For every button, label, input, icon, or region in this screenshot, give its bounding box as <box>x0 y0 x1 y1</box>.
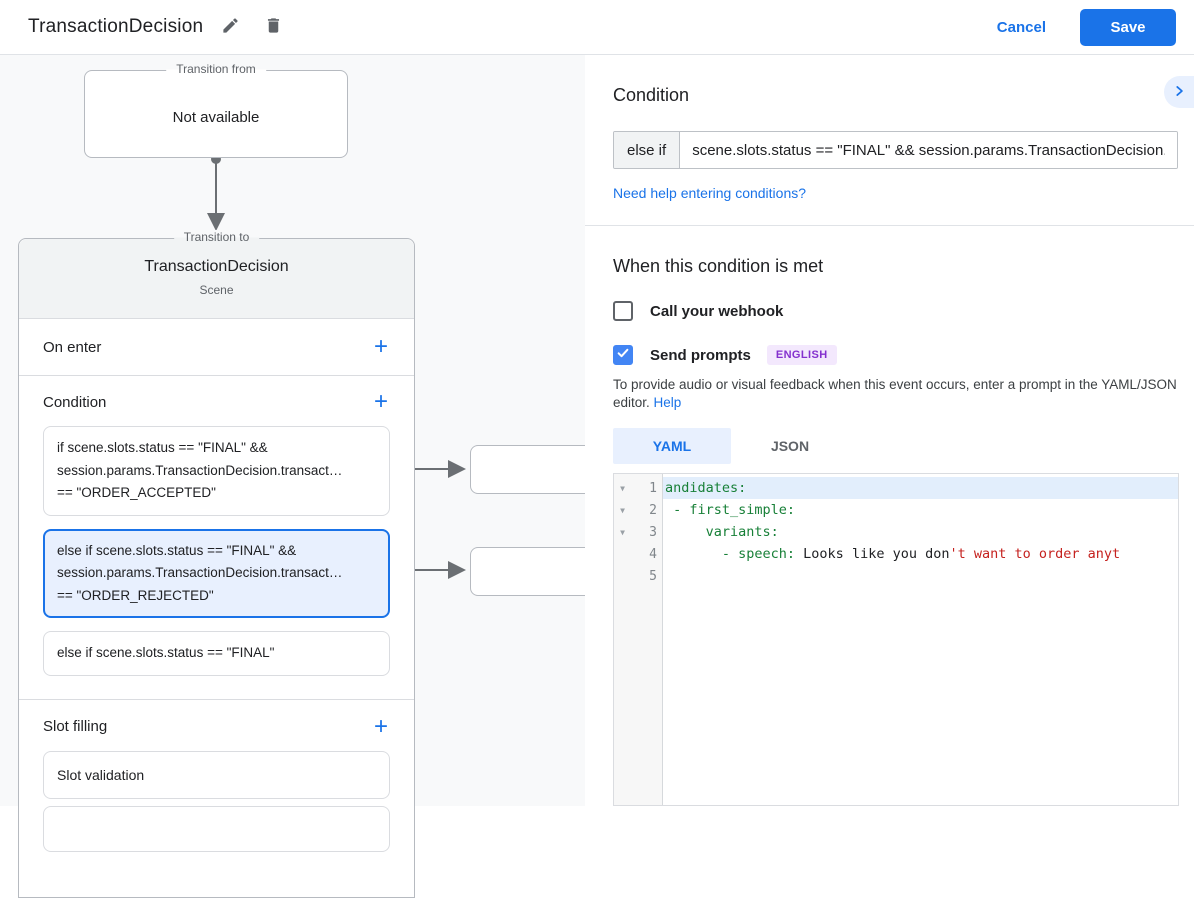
condition-help-link[interactable]: Need help entering conditions? <box>613 185 807 201</box>
on-enter-section: On enter + <box>19 319 414 376</box>
pencil-icon <box>221 16 240 38</box>
condition-card[interactable]: else if scene.slots.status == "FINAL" &&… <box>43 528 390 618</box>
transition-target-box[interactable] <box>470 445 600 494</box>
line-number: 3 <box>649 524 657 540</box>
call-webhook-checkbox[interactable] <box>613 301 633 321</box>
flow-canvas: Transition from Not available Transition… <box>0 55 600 898</box>
tab-json[interactable]: JSON <box>731 428 849 464</box>
call-webhook-label: Call your webhook <box>650 302 784 320</box>
condition-expression-input[interactable] <box>680 132 1177 168</box>
code-line[interactable]: - speech: Looks like you don't want to o… <box>665 546 1121 562</box>
code-line[interactable]: - first_simple: <box>665 502 796 518</box>
fold-arrow-icon[interactable]: ▼ <box>620 505 625 515</box>
add-condition-button[interactable]: + <box>373 388 388 415</box>
slot-card[interactable] <box>43 805 390 852</box>
add-slot-button[interactable]: + <box>373 712 388 740</box>
slot-card[interactable]: Slot validation <box>43 750 390 799</box>
add-on-enter-button[interactable]: + <box>373 333 388 360</box>
line-number: 1 <box>649 480 657 496</box>
editor-gutter: ▼ 1 ▼ 2 ▼ 3 4 5 <box>614 474 663 805</box>
trash-icon <box>264 16 283 38</box>
fold-arrow-icon[interactable]: ▼ <box>620 527 625 537</box>
slot-filling-section: Slot filling + Slot validation <box>19 698 414 852</box>
send-prompts-label: Send prompts <box>650 346 751 364</box>
transition-to-legend: Transition to <box>173 230 260 244</box>
slot-card-list: Slot validation <box>19 750 414 852</box>
panel-condition-heading: Condition <box>613 85 690 105</box>
when-condition-heading: When this condition is met <box>613 256 824 276</box>
line-number: 2 <box>649 502 657 518</box>
condition-card-list: if scene.slots.status == "FINAL" &&sessi… <box>19 426 414 676</box>
condition-card[interactable]: if scene.slots.status == "FINAL" &&sessi… <box>43 426 390 516</box>
cancel-button[interactable]: Cancel <box>996 18 1046 36</box>
transition-target-box[interactable] <box>470 547 600 596</box>
condition-editor-panel: Condition else if Need help entering con… <box>585 55 1194 806</box>
page-title: TransactionDecision <box>28 16 204 37</box>
line-number: 5 <box>649 568 657 584</box>
condition-input-row: else if <box>613 131 1178 169</box>
on-enter-label: On enter <box>43 338 102 356</box>
send-prompts-checkbox[interactable] <box>613 345 633 365</box>
edit-title-button[interactable] <box>215 10 246 44</box>
scene-type-label: Scene <box>199 283 234 297</box>
code-line[interactable]: andidates: <box>663 477 1178 499</box>
condition-section: Condition + if scene.slots.status == "FI… <box>19 376 414 699</box>
slot-filling-label: Slot filling <box>43 718 108 735</box>
code-line[interactable]: variants: <box>665 524 779 540</box>
prompts-help-link[interactable]: Help <box>653 395 682 410</box>
chevron-right-icon <box>1172 84 1186 101</box>
collapse-panel-button[interactable] <box>1164 76 1194 108</box>
webhook-row: Call your webhook <box>613 301 1178 321</box>
yaml-code-editor[interactable]: ▼ 1 ▼ 2 ▼ 3 4 5 andidates: - first_simple: vari… <box>613 473 1179 806</box>
transition-from-content: Not available <box>172 109 260 126</box>
language-badge: ENGLISH <box>766 345 837 365</box>
save-button[interactable]: Save <box>1080 8 1176 46</box>
condition-card[interactable]: else if scene.slots.status == "FINAL" <box>43 631 390 676</box>
app-header: TransactionDecision Cancel Save <box>0 0 1194 55</box>
scene-name: TransactionDecision <box>144 258 289 275</box>
transition-from-box: Transition from Not available <box>84 62 348 158</box>
check-icon <box>616 346 630 365</box>
tab-yaml[interactable]: YAML <box>613 428 731 464</box>
scene-card-header[interactable]: TransactionDecision Scene <box>19 239 414 319</box>
transition-from-legend: Transition from <box>166 62 266 76</box>
scene-card: Transition to TransactionDecision Scene … <box>18 230 415 898</box>
panel-divider <box>585 225 1194 226</box>
editor-code-area[interactable]: andidates: - first_simple: variants: - s… <box>663 474 1178 805</box>
send-prompts-row: Send prompts ENGLISH <box>613 345 1178 365</box>
code-line[interactable] <box>663 565 1178 587</box>
condition-section-label: Condition <box>43 393 107 411</box>
condition-prefix-label: else if <box>614 132 681 168</box>
editor-tabs: YAML JSON <box>613 428 1178 464</box>
line-number: 4 <box>649 546 657 562</box>
fold-arrow-icon[interactable]: ▼ <box>620 483 625 493</box>
delete-scene-button[interactable] <box>258 10 289 44</box>
prompts-description: To provide audio or visual feedback when… <box>613 377 1177 410</box>
